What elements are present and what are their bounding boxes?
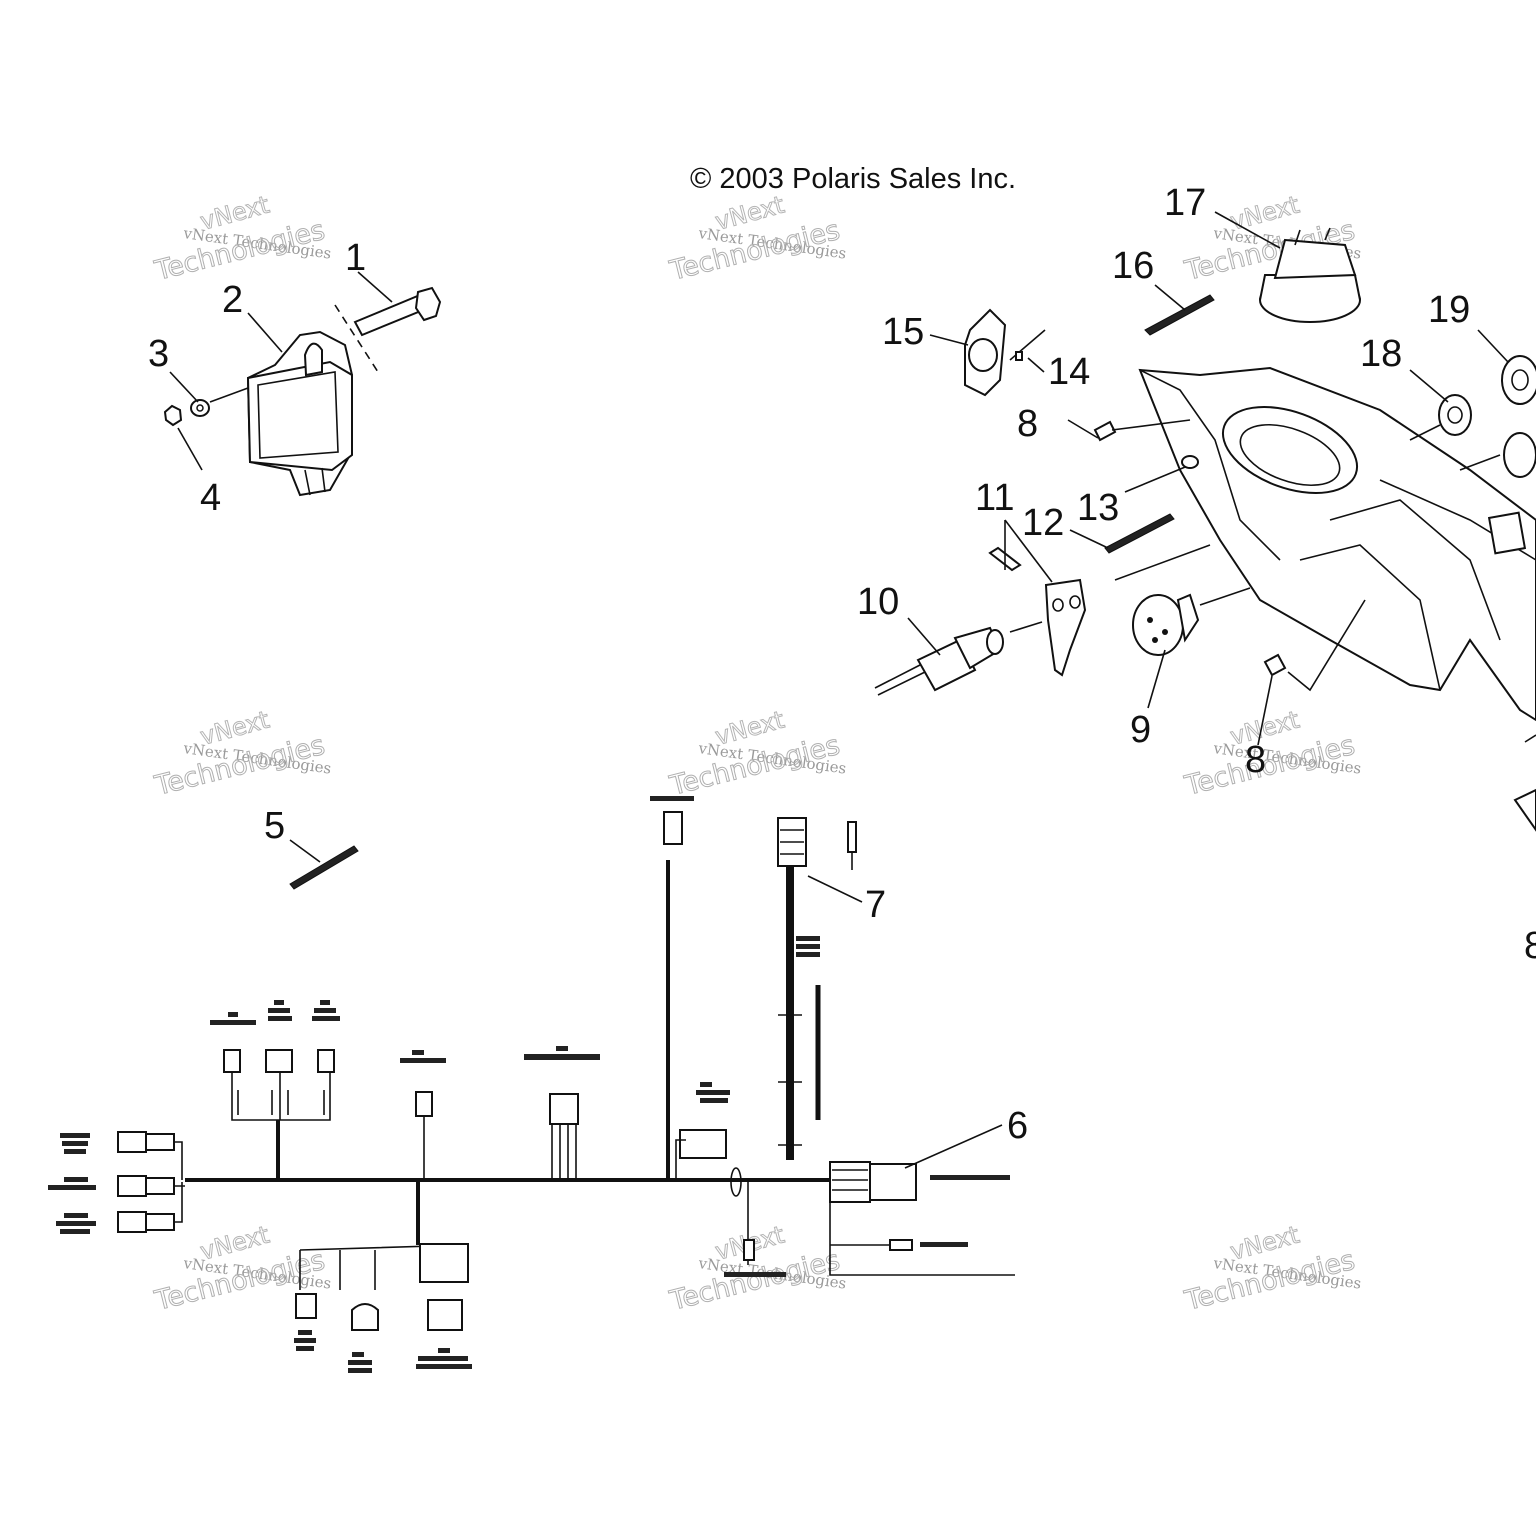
callout-7: 7 xyxy=(865,884,886,926)
switch-lever-part-11 xyxy=(988,546,1087,677)
harness-connector-top-left-group xyxy=(210,1000,340,1180)
watermark-mid-center: vNext vNext Technologies Technologies xyxy=(666,705,848,802)
cable-tie-part-12 xyxy=(1104,513,1175,554)
callout-6: 6 xyxy=(1007,1105,1028,1147)
callout-labels: 1 2 3 4 5 6 7 8 8 8 9 10 11 12 13 14 15 … xyxy=(148,182,1536,1147)
key-switch-part-9 xyxy=(1132,593,1200,656)
callout-11: 11 xyxy=(975,477,1014,519)
callout-19: 19 xyxy=(1428,289,1470,331)
callout-4: 4 xyxy=(200,477,221,519)
callout-8-right: 8 xyxy=(1524,925,1536,967)
cable-tie-part-5 xyxy=(289,839,359,890)
regulator-assembly xyxy=(163,271,442,497)
callout-18: 18 xyxy=(1360,333,1402,375)
harness-connector-bottom-group xyxy=(294,1180,472,1373)
callout-8-upper: 8 xyxy=(1017,403,1038,445)
washer-part-19 xyxy=(1501,355,1536,405)
harness-branch-part-7 xyxy=(777,817,863,1160)
callout-5: 5 xyxy=(264,805,285,847)
watermark-mid-right: vNext vNext Technologies Technologies xyxy=(1181,705,1363,802)
harness-connector-right-group xyxy=(650,796,1015,1277)
cable-tie-part-16 xyxy=(1144,294,1215,336)
harness-connector-left-group xyxy=(48,1131,185,1234)
headlight-pod-assembly xyxy=(874,211,1536,832)
watermark-mid-left: vNext vNext Technologies Technologies xyxy=(151,705,333,802)
callout-9: 9 xyxy=(1130,709,1151,751)
callout-8-lower: 8 xyxy=(1245,739,1266,781)
screw-part-8-upper xyxy=(1093,420,1117,442)
harness-connector-mid-group xyxy=(400,1046,600,1180)
regulator-module-part-2 xyxy=(246,330,354,497)
watermark-bottom-center: vNext vNext Technologies Technologies xyxy=(666,1220,848,1317)
gauge-part-17 xyxy=(1259,227,1361,323)
leader-6 xyxy=(904,1124,1003,1169)
pod-housing xyxy=(1138,366,1536,722)
wiring-harness-part-6 xyxy=(48,796,1015,1373)
callout-14: 14 xyxy=(1048,351,1090,393)
copyright-text: © 2003 Polaris Sales Inc. xyxy=(690,163,1016,195)
callout-15: 15 xyxy=(882,311,924,353)
bolt-part-1 xyxy=(334,286,442,373)
watermark-top-center: vNext vNext Technologies Technologies xyxy=(666,190,848,287)
watermark-top-left: vNext vNext Technologies Technologies xyxy=(151,190,333,287)
bracket-part-15 xyxy=(964,308,1007,397)
callout-12: 12 xyxy=(1022,502,1064,544)
callout-1: 1 xyxy=(345,237,366,279)
switch-part-10 xyxy=(874,626,1004,696)
callout-10: 10 xyxy=(857,581,899,623)
callout-2: 2 xyxy=(222,279,243,321)
callout-17: 17 xyxy=(1164,182,1206,224)
callout-16: 16 xyxy=(1112,245,1154,287)
grommet-part-18 xyxy=(1438,394,1472,436)
pin-part-14 xyxy=(1015,351,1023,361)
screw-part-8-lower xyxy=(1263,653,1287,677)
nut-part-4 xyxy=(163,404,183,427)
watermark-bottom-right: vNext vNext Technologies Technologies xyxy=(1181,1220,1363,1317)
callout-3: 3 xyxy=(148,333,169,375)
callout-13: 13 xyxy=(1077,487,1119,529)
